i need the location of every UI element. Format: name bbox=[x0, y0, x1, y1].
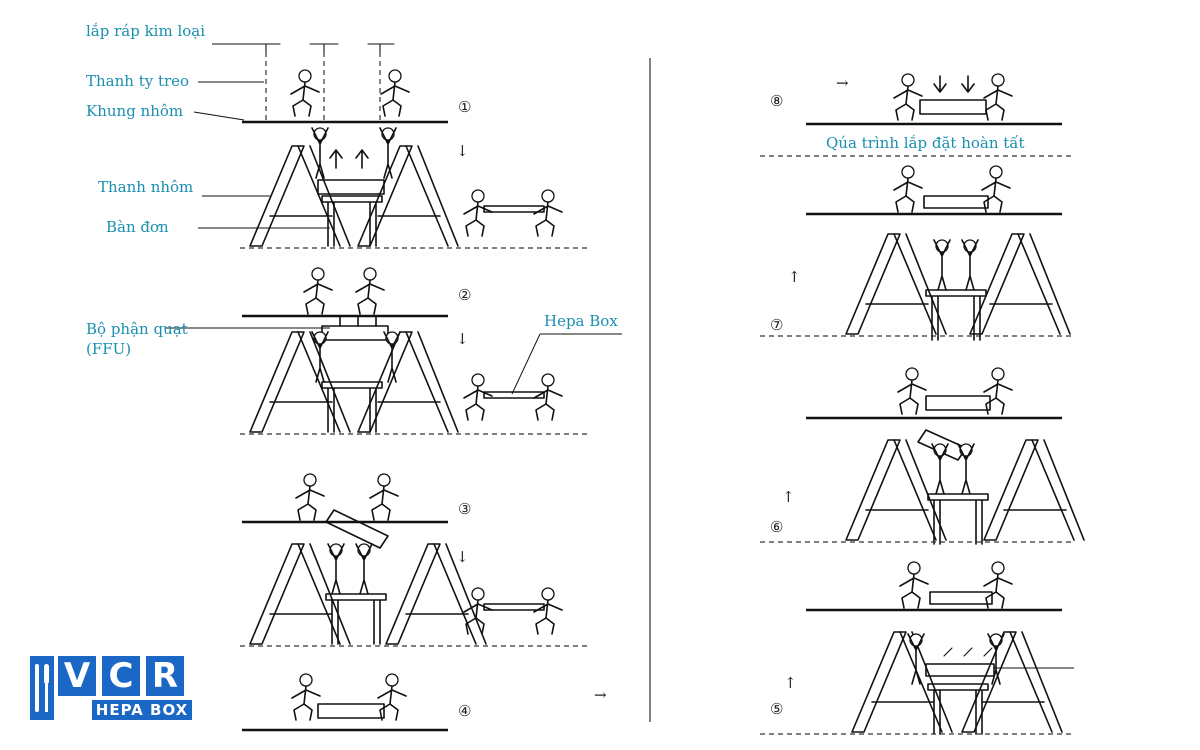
logo-letter-c: C bbox=[102, 656, 140, 696]
label-hanging-rod: Thanh ty treo bbox=[86, 72, 189, 90]
label-metal-assembly: lắp ráp kim loại bbox=[86, 22, 205, 40]
step-3-scene bbox=[240, 473, 588, 647]
arrow-down-3: ↓ bbox=[456, 548, 469, 566]
step-4-scene bbox=[242, 673, 448, 732]
label-ffu: (FFU) bbox=[86, 340, 131, 358]
step-1-scene bbox=[198, 127, 588, 249]
vcr-hepa-box-logo: V C R HEPA BOX bbox=[30, 656, 192, 722]
label-aluminum-frame: Khung nhôm bbox=[86, 102, 183, 120]
logo-letter-r: R bbox=[146, 656, 184, 696]
step-6-scene bbox=[760, 367, 1085, 545]
step-1-number: ① bbox=[458, 98, 471, 116]
step-5-number: ⑤ bbox=[770, 700, 783, 718]
step-5-scene bbox=[760, 561, 1074, 735]
label-aluminum-bar: Thanh nhôm bbox=[98, 178, 193, 196]
arrow-up-6: ↑ bbox=[782, 488, 795, 506]
step-7-scene bbox=[760, 165, 1072, 341]
logo-subtitle: HEPA BOX bbox=[92, 700, 192, 720]
logo-utensil-icon bbox=[30, 656, 54, 720]
arrow-up-5: ↑ bbox=[784, 674, 797, 692]
step-1-ceiling bbox=[193, 43, 448, 124]
arrow-right-4: → bbox=[594, 686, 607, 704]
step-2-number: ② bbox=[458, 286, 471, 304]
arrow-down-2: ↓ bbox=[456, 330, 469, 348]
arrow-up-7: ↑ bbox=[788, 268, 801, 286]
step-3-number: ③ bbox=[458, 500, 471, 518]
label-fan-unit: Bộ phận quạt bbox=[86, 320, 188, 338]
step-8-number: ⑧ bbox=[770, 92, 783, 110]
step-2-scene bbox=[166, 267, 622, 435]
arrow-down-1: ↓ bbox=[456, 142, 469, 160]
step-8-scene bbox=[760, 73, 1072, 157]
label-hepa-box: Hepa Box bbox=[544, 312, 618, 330]
step-7-number: ⑦ bbox=[770, 316, 783, 334]
arrow-right-8: → bbox=[836, 74, 849, 92]
step-4-number: ④ bbox=[458, 702, 471, 720]
step-6-number: ⑥ bbox=[770, 518, 783, 536]
label-single-table: Bàn đơn bbox=[106, 218, 169, 236]
logo-letter-v: V bbox=[58, 656, 96, 696]
label-installation-complete: Qúa trình lắp đặt hoàn tất bbox=[826, 134, 1025, 152]
